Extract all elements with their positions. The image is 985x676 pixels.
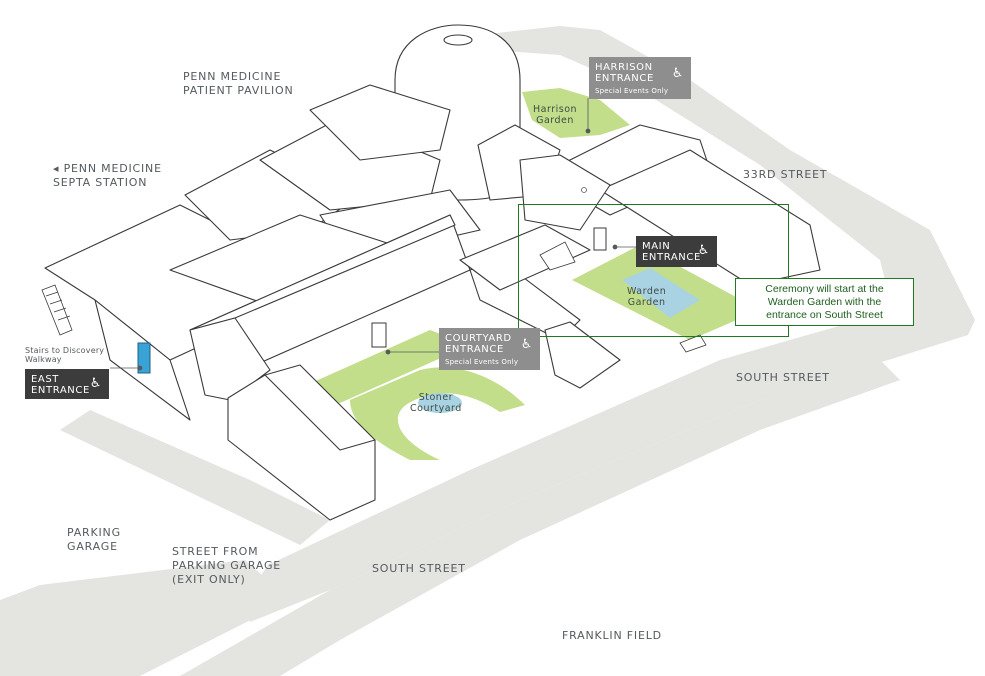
east-door	[137, 342, 151, 374]
gardens	[300, 88, 760, 460]
south-street-label-right: SOUTH STREET	[736, 371, 830, 384]
stoner-courtyard-label: Stoner Courtyard	[410, 392, 462, 414]
33rd-street-label: 33RD STREET	[743, 168, 828, 181]
east-wing-long	[599, 149, 821, 286]
front-arcade	[459, 224, 591, 291]
south-street-label-bottom: SOUTH STREET	[372, 562, 466, 575]
se-block-b	[544, 321, 621, 389]
street-lower-diagonal	[60, 410, 330, 545]
stoner-pool	[418, 393, 462, 413]
highlight-frame	[518, 204, 789, 337]
south-wing-front	[264, 364, 376, 451]
leader-lines	[110, 98, 637, 371]
street-from-parking-label: STREET FROM PARKING GARAGE (EXIT ONLY)	[172, 545, 282, 586]
harrison-garden-shape	[522, 88, 630, 138]
main-entrance-tag[interactable]: MAIN ENTRANCE ♿	[636, 236, 717, 267]
courtyard-door	[371, 322, 387, 348]
stairs-to-discovery-label: Stairs to Discovery Walkway	[25, 346, 105, 364]
harrison-entrance-note: Special Events Only	[595, 87, 669, 95]
stoner-courtyard-shape	[350, 367, 525, 460]
harrison-garden-label: Harrison Garden	[533, 104, 578, 126]
rotunda-top	[443, 34, 473, 46]
street-bottom	[0, 560, 290, 676]
harrison-entrance-title: HARRISON ENTRANCE	[595, 62, 654, 84]
west-stairs	[41, 284, 73, 336]
stairs	[41, 241, 707, 353]
wheelchair-icon: ♿	[89, 376, 102, 391]
buildings	[44, 24, 821, 521]
courtyard-entrance-note: Special Events Only	[445, 358, 519, 366]
north-block-c	[309, 84, 451, 161]
courtyard-entrance-title: COURTYARD ENTRANCE	[445, 333, 512, 355]
penn-medicine-pavilion-label: PENN MEDICINE PATIENT PAVILION	[183, 70, 294, 97]
street-south	[240, 300, 968, 622]
wheelchair-icon: ♿	[697, 243, 710, 258]
septa-station-label: ◂ PENN MEDICINE SEPTA STATION	[53, 162, 162, 189]
callout-line-2: Warden Garden with the	[767, 296, 882, 308]
main-stairs	[539, 241, 576, 271]
wheelchair-icon: ♿	[520, 337, 533, 352]
warden-garden-label: Warden Garden	[627, 286, 667, 308]
main-door	[593, 227, 607, 251]
callout-line-1: Ceremony will start at the	[765, 283, 884, 295]
south-stairs	[679, 334, 707, 353]
callout-line-3: entrance on South Street	[766, 309, 883, 321]
franklin-field-label: FRANKLIN FIELD	[562, 629, 662, 642]
ceremony-callout: Ceremony will start at the Warden Garden…	[735, 278, 914, 326]
east-entrance-title: EAST ENTRANCE	[31, 374, 90, 396]
parking-garage-label: PARKING GARAGE	[67, 526, 121, 553]
main-entrance-title: MAIN ENTRANCE	[642, 241, 701, 263]
wheelchair-icon: ♿	[671, 66, 684, 81]
warden-pool	[622, 268, 700, 318]
street-bottom-right	[180, 360, 900, 676]
courtyard-lawn-upper	[300, 330, 470, 403]
doors	[137, 227, 607, 374]
harrison-entrance-tag[interactable]: HARRISON ENTRANCE Special Events Only ♿	[589, 57, 691, 99]
streets	[0, 26, 975, 676]
warden-building	[519, 154, 611, 231]
east-entrance-tag[interactable]: EAST ENTRANCE ♿	[25, 369, 109, 399]
courtyard-entrance-tag[interactable]: COURTYARD ENTRANCE Special Events Only ♿	[439, 328, 540, 370]
